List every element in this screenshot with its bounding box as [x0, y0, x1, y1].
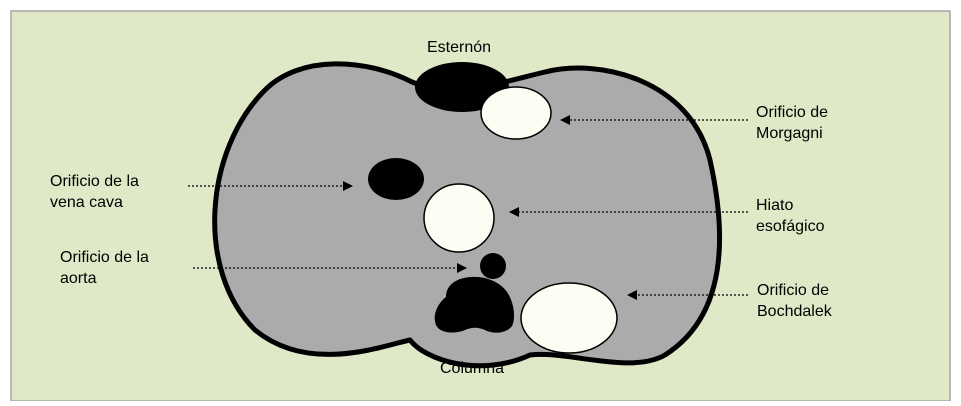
- vena-cava-foramen: [368, 158, 424, 200]
- spine-label: Columna: [440, 360, 504, 377]
- aorta-label-line2: aorta: [60, 270, 97, 287]
- aorta-opening: [480, 253, 506, 279]
- morgagni-label-line2: Morgagni: [756, 125, 823, 142]
- spine-shape: [434, 276, 515, 333]
- hiatus-label-line2: esofágico: [756, 218, 825, 235]
- hiatus-label-line1: Hiato: [756, 197, 793, 214]
- morgagni-foramen: [480, 86, 552, 140]
- morgagni-label-line1: Orificio de: [756, 104, 828, 121]
- aorta-label-line1: Orificio de la: [60, 249, 149, 266]
- vena-cava-label-line2: vena cava: [50, 194, 123, 211]
- esophageal-hiatus: [423, 183, 495, 253]
- vena-cava-label-line1: Orificio de la: [50, 173, 139, 190]
- bochdalek-label-line2: Bochdalek: [757, 303, 833, 320]
- bochdalek-label-line1: Orificio de: [757, 282, 829, 299]
- bochdalek-foramen: [520, 282, 618, 354]
- sternum-label: Esternón: [427, 39, 491, 56]
